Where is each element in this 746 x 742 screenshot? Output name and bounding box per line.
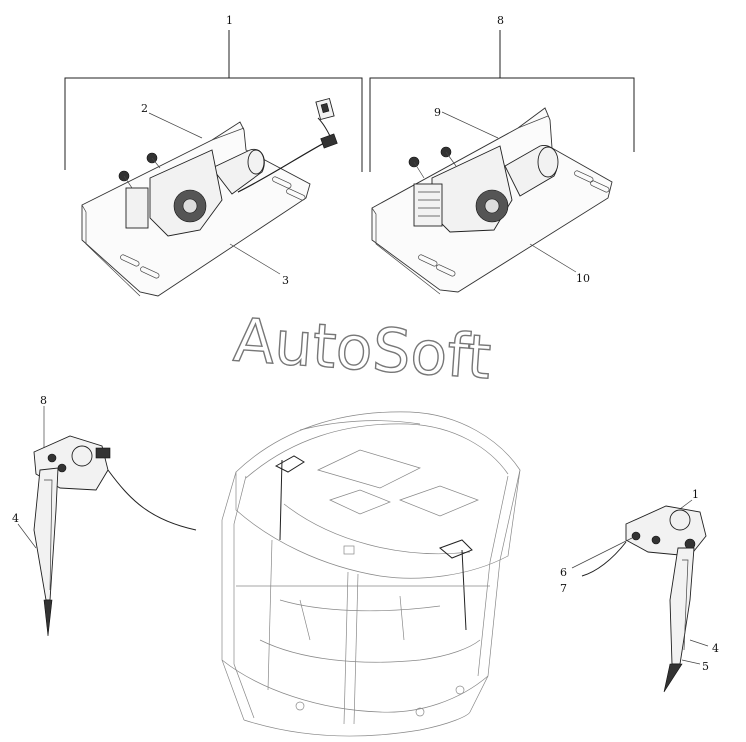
- right-wiper-arm-assembly: [571, 499, 709, 693]
- wiper-motor-assembly-right: [369, 30, 635, 295]
- callout-2: 2: [141, 102, 148, 115]
- callout-6: 6: [560, 566, 567, 579]
- callout-8-left: 8: [40, 394, 47, 407]
- callout-3: 3: [282, 274, 289, 287]
- callout-8: 8: [497, 14, 504, 27]
- callout-1: 1: [226, 14, 233, 27]
- wiper-motor-assembly-left: [64, 30, 363, 297]
- callout-7: 7: [560, 582, 567, 595]
- wiper-motor: [408, 145, 559, 233]
- callout-4-left: 4: [12, 512, 19, 525]
- callout-4-right: 4: [712, 642, 719, 655]
- watermark-text: AutoSoft: [231, 306, 493, 394]
- left-wiper-arm-assembly: [17, 406, 197, 637]
- callout-10: 10: [576, 272, 590, 285]
- callout-9: 9: [434, 106, 441, 119]
- callout-5: 5: [702, 660, 709, 673]
- cab-frame: [221, 411, 521, 737]
- callout-1-right: 1: [692, 488, 699, 501]
- wiper-motor: [118, 148, 265, 237]
